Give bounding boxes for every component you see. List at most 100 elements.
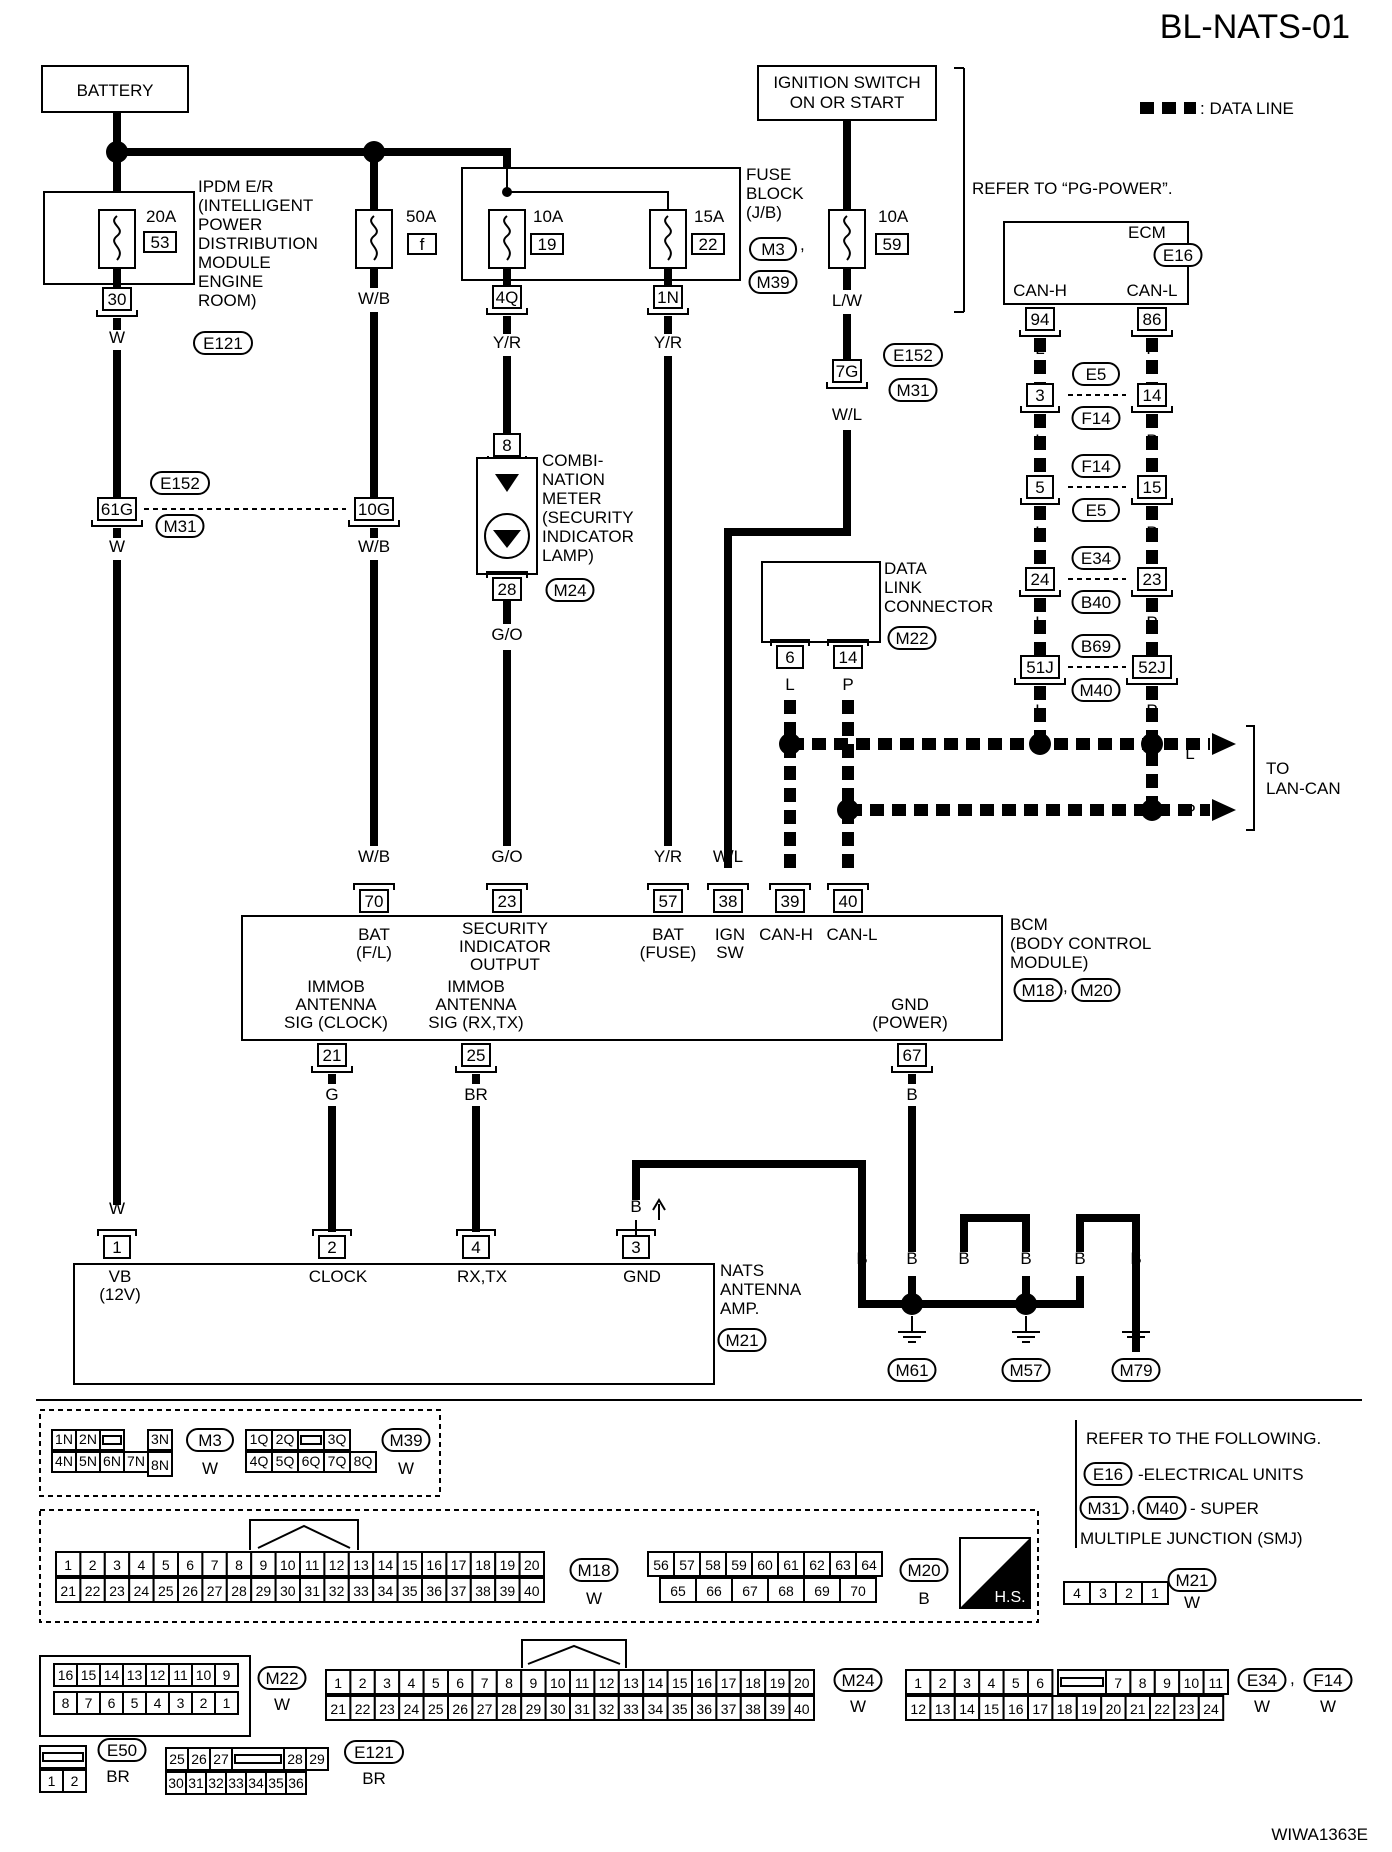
cavity-number: 10 (280, 1557, 296, 1573)
cavity-number: 1 (64, 1557, 72, 1573)
cavity-number: 4Q (250, 1453, 269, 1469)
pin-bracket (486, 571, 528, 578)
fuse-number: 22 (699, 235, 718, 254)
cavity (147, 1429, 173, 1451)
wire-color: B (856, 1249, 867, 1268)
cavity (788, 1695, 815, 1721)
nats-box (73, 1263, 715, 1385)
combi-conn-id: M24 (553, 581, 586, 600)
wire-color: Y/R (493, 333, 521, 352)
cavity-number: 5 (432, 1675, 440, 1691)
comma: , (800, 235, 805, 254)
ign-conn-id (888, 378, 938, 402)
to-lan-can: TO (1266, 759, 1289, 778)
cavity-number: 24 (1203, 1701, 1219, 1717)
cavity-number: 32 (208, 1775, 224, 1791)
cavity-number: 30 (280, 1583, 296, 1599)
ipdm-label: (INTELLIGENT (198, 196, 313, 215)
cavity-number: 14 (959, 1701, 975, 1717)
cavity (325, 1669, 352, 1695)
fuse-amp: 10A (878, 207, 909, 226)
nats-pin-name: (12V) (99, 1285, 141, 1304)
cavity-number: 24 (134, 1583, 150, 1599)
wire (632, 1160, 912, 1308)
wire-color: W/B (358, 847, 390, 866)
cavity (767, 1577, 805, 1603)
junction-conn-id: B40 (1081, 593, 1111, 612)
pin-bracket (96, 310, 138, 317)
cavity-number: 31 (304, 1583, 320, 1599)
cavity-number: 8N (151, 1457, 169, 1473)
cavity-number: 12 (150, 1667, 166, 1683)
ign-conn-id: M31 (896, 381, 929, 400)
cavity (1129, 1669, 1156, 1695)
cavity-number: 40 (524, 1583, 540, 1599)
junction-conn-id (1071, 546, 1121, 570)
cavity-number: 37 (721, 1701, 737, 1717)
key-slot (300, 1435, 322, 1445)
cavity (325, 1695, 352, 1721)
wire-color: L (1185, 744, 1194, 763)
cavity (731, 1577, 769, 1603)
cavity-number: 9 (260, 1557, 268, 1573)
connector-id (257, 1666, 307, 1690)
bus (506, 168, 669, 210)
wire (1076, 1214, 1140, 1352)
fusible-link (370, 215, 378, 261)
wire-color: B (630, 1197, 641, 1216)
wire-color: W (274, 1695, 290, 1714)
page-title: BL-NATS-01 (1160, 8, 1350, 46)
cavity-number: 14 (104, 1667, 120, 1683)
junction-conn-id: F14 (1081, 409, 1110, 428)
cavity-number: 29 (256, 1583, 272, 1599)
nats-label: ANTENNA (720, 1280, 802, 1299)
bcm-pin-name: BAT (358, 925, 390, 944)
ign-conn-id (883, 343, 943, 367)
pin-bracket (1014, 678, 1066, 685)
cavity (471, 1669, 498, 1695)
wire-color: P (1146, 523, 1157, 542)
cavity (953, 1669, 981, 1695)
ground-id: M61 (895, 1361, 928, 1380)
connector-m3: 8N (147, 1451, 173, 1477)
cavity-number: 70 (850, 1583, 866, 1599)
cavity-number: 16 (696, 1675, 712, 1691)
bcm-top-pin: 38 (719, 892, 738, 911)
bcm-top-pin: 57 (659, 892, 678, 911)
connector-id (899, 1558, 949, 1582)
cavity-number: 40 (794, 1701, 810, 1717)
bcm-conn-id (1071, 978, 1121, 1002)
combi-pin: 8 (502, 436, 511, 455)
cavity (953, 1695, 981, 1721)
pin-bracket (348, 520, 400, 527)
wire-color: W (850, 1697, 866, 1716)
connector-id (569, 1558, 619, 1582)
cavity-number: 35 (268, 1775, 284, 1791)
combi-pin: 28 (498, 580, 517, 599)
connector-id (97, 1738, 147, 1762)
cavity-number: 4 (154, 1695, 162, 1711)
connector-e34 (1057, 1669, 1107, 1695)
cavity-number: 30 (550, 1701, 566, 1717)
bcm-conn-id: M20 (1079, 981, 1112, 1000)
wire-color: L (1035, 613, 1044, 632)
lock-tab (257, 1524, 351, 1549)
cavity-number: 2 (71, 1773, 79, 1789)
cavity-number: 35 (672, 1701, 688, 1717)
cavity (398, 1695, 425, 1721)
cavity-number: 65 (670, 1583, 686, 1599)
nats-label: NATS (720, 1261, 764, 1280)
refer-pg-power: REFER TO “PG-POWER”. (972, 179, 1173, 198)
cavity (285, 1771, 307, 1795)
dlc-pin: 14 (839, 648, 858, 667)
wire-color: B (906, 1085, 917, 1104)
can-junction-pin (1137, 475, 1167, 499)
ground-id: M57 (1009, 1361, 1042, 1380)
fuse-block-conn (749, 237, 797, 261)
dlc-pin: 6 (785, 648, 794, 667)
cavity (518, 1551, 545, 1577)
